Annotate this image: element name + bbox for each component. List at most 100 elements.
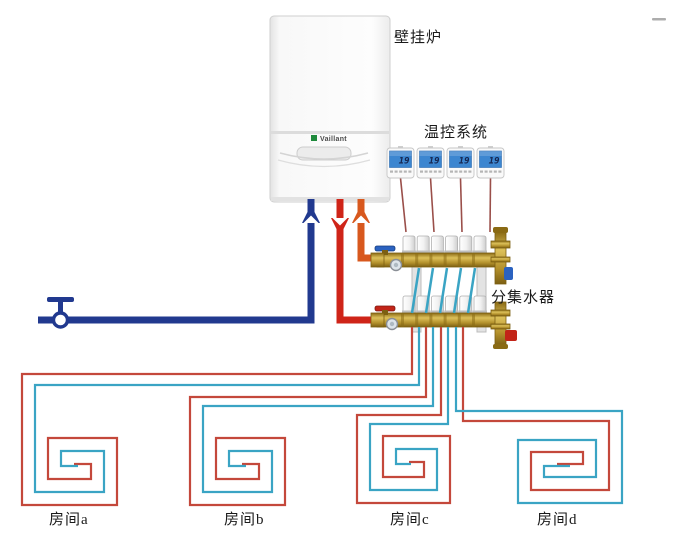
thermostat-button bbox=[459, 170, 463, 173]
thermostat-wire bbox=[399, 177, 407, 233]
manifold-link-tube bbox=[452, 267, 463, 314]
room-d-supply-loop bbox=[461, 327, 611, 492]
room-b-label: 房间b bbox=[224, 511, 265, 528]
actuator-cap-ring bbox=[444, 310, 459, 314]
room-d-return-loop bbox=[454, 327, 624, 505]
thermostat-button bbox=[408, 170, 412, 173]
actuator-cap bbox=[416, 235, 430, 254]
actuator-cap bbox=[445, 235, 459, 254]
boiler-label: 壁挂炉 bbox=[394, 29, 442, 46]
manifold-fittings bbox=[401, 313, 475, 327]
thermostat-screen bbox=[449, 150, 472, 168]
actuator-cap bbox=[430, 235, 444, 254]
thermostat-mount-tab bbox=[488, 146, 493, 148]
union-nut bbox=[401, 253, 404, 267]
union-nut bbox=[457, 253, 461, 267]
thermostat-button bbox=[454, 170, 458, 173]
thermostat-button bbox=[420, 170, 423, 173]
manifold-link-tube bbox=[466, 267, 477, 314]
thermostat-button bbox=[468, 170, 472, 173]
valve-body bbox=[51, 311, 70, 329]
vaillant-logo-icon bbox=[311, 135, 317, 141]
actuator-cap bbox=[402, 235, 416, 254]
manifold-left-valve bbox=[370, 245, 403, 272]
union-nut bbox=[443, 313, 447, 327]
thermostat-mount-tab bbox=[428, 146, 433, 148]
thermostat-system-label: 温控系统 bbox=[424, 124, 488, 141]
actuator-cap-ring bbox=[430, 250, 445, 254]
boiler-handle bbox=[296, 146, 352, 161]
actuator-cap-ring bbox=[402, 250, 416, 254]
actuator-cap-ring bbox=[402, 310, 416, 314]
thermostat-button bbox=[399, 170, 403, 173]
down-arrow-notch bbox=[332, 218, 348, 226]
thermostat-button bbox=[489, 170, 493, 173]
room-c-supply-loop bbox=[355, 327, 452, 505]
up-arrow-icon-2 bbox=[352, 205, 370, 223]
room-a-supply-loop bbox=[20, 327, 414, 507]
thermostat-button bbox=[438, 170, 442, 173]
manifold-label: 分集水器 bbox=[491, 289, 555, 306]
actuator-cap-ring bbox=[416, 250, 431, 254]
return-pipe-blue bbox=[38, 199, 315, 324]
valve-union bbox=[370, 252, 385, 268]
thermostat-wires bbox=[399, 177, 492, 233]
manifold-link-tube bbox=[424, 267, 435, 314]
manifold-bottom bbox=[370, 295, 517, 349]
end-flange bbox=[490, 309, 511, 317]
boiler-brand-text: Vaillant bbox=[320, 136, 347, 143]
up-arrow-notch bbox=[303, 215, 319, 223]
union-nut bbox=[472, 313, 475, 327]
boiler-body bbox=[269, 15, 391, 203]
valve-neck bbox=[382, 250, 388, 255]
up-arrow-notch-2 bbox=[353, 215, 369, 223]
thermostat-screen bbox=[419, 150, 442, 168]
thermostat-screen bbox=[479, 150, 502, 168]
end-cap bbox=[493, 344, 508, 349]
actuator-cap-ring bbox=[458, 310, 473, 314]
actuator-cap-ring bbox=[458, 250, 473, 254]
air-vent-cap bbox=[493, 227, 508, 233]
actuator-cap-ring bbox=[473, 250, 487, 254]
primary-pipes bbox=[38, 199, 378, 329]
room-b-return-loop bbox=[201, 327, 435, 494]
down-arrow-icon bbox=[331, 218, 349, 236]
gauge-dial bbox=[393, 262, 399, 268]
thermostat-button bbox=[498, 170, 502, 173]
thermostat-button bbox=[480, 170, 483, 173]
actuator-cap-ring bbox=[416, 310, 431, 314]
drain-valve-red bbox=[505, 330, 517, 341]
thermostat: 19 bbox=[386, 146, 415, 179]
thermostat-button bbox=[484, 170, 488, 173]
scan-artifact bbox=[652, 18, 666, 21]
boiler-panel-curve bbox=[279, 152, 369, 160]
thermostat-screen bbox=[389, 150, 412, 168]
thermostat-button bbox=[450, 170, 453, 173]
manifold-left-valve bbox=[370, 305, 399, 331]
thermostat-button bbox=[424, 170, 428, 173]
thermostat: 19 bbox=[416, 146, 445, 179]
room-c-return-loop bbox=[368, 327, 450, 492]
floor-loops bbox=[20, 327, 624, 507]
end-flange-2 bbox=[490, 323, 511, 330]
room-a-label: 房间a bbox=[49, 511, 89, 528]
thermostat-wire bbox=[459, 177, 463, 233]
boiler-bottom-edge bbox=[271, 197, 389, 201]
screen-glare bbox=[419, 151, 442, 156]
manifold-right-assembly bbox=[490, 301, 517, 349]
union-nut bbox=[472, 253, 475, 267]
manifold-link-tube bbox=[410, 267, 421, 314]
end-flange bbox=[490, 240, 511, 249]
boiler-seam bbox=[271, 131, 389, 134]
room-c-label: 房间c bbox=[390, 511, 430, 528]
screen-glare bbox=[449, 151, 472, 156]
thermostat-button bbox=[433, 170, 437, 173]
union-nut bbox=[443, 253, 447, 267]
actuator-cap-ring bbox=[430, 310, 445, 314]
union-nut bbox=[415, 313, 419, 327]
thermostat-button bbox=[463, 170, 467, 173]
thermostat: 19 bbox=[476, 146, 505, 179]
thermostat-button bbox=[403, 170, 407, 173]
